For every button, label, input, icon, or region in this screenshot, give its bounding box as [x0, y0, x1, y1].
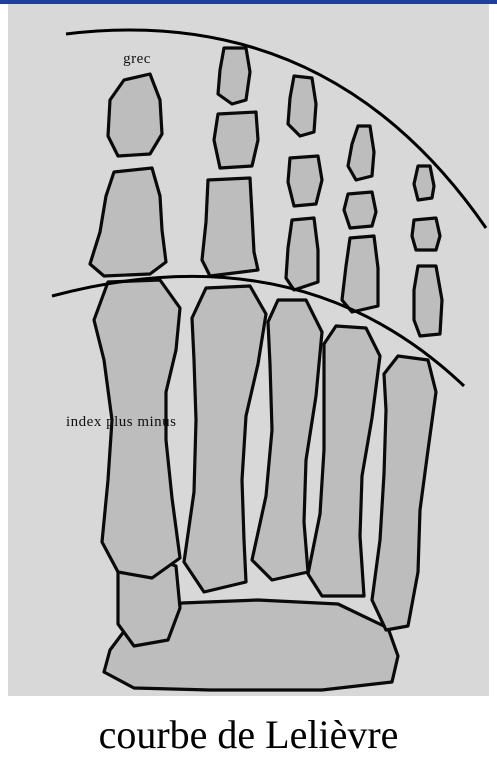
toe4-proximal-phalanx	[342, 236, 378, 312]
toe2-distal-phalanx	[218, 48, 250, 104]
toe5-middle-phalanx	[412, 218, 440, 250]
foot-skeleton-diagram: grec index plus minus	[0, 0, 497, 700]
label-grec: grec	[123, 51, 151, 67]
toe2-proximal-phalanx	[202, 178, 258, 276]
toe4-middle-phalanx	[344, 192, 376, 228]
toe3-middle-phalanx	[288, 156, 322, 206]
toe3-proximal-phalanx	[286, 218, 318, 290]
toe5-distal-phalanx	[414, 166, 434, 200]
toe5-proximal-phalanx	[414, 266, 442, 336]
toe3-distal-phalanx	[288, 76, 316, 136]
caption-text: courbe de Lelièvre	[99, 711, 399, 758]
caption-panel: courbe de Lelièvre	[0, 696, 497, 772]
toe2-middle-phalanx	[214, 112, 258, 168]
toe1-distal-phalanx	[108, 74, 162, 156]
label-index-plus-minus: index plus minus	[66, 414, 177, 430]
metatarsal-5	[372, 356, 436, 630]
toe1-proximal-phalanx	[90, 168, 166, 276]
toe4-distal-phalanx	[348, 126, 374, 180]
